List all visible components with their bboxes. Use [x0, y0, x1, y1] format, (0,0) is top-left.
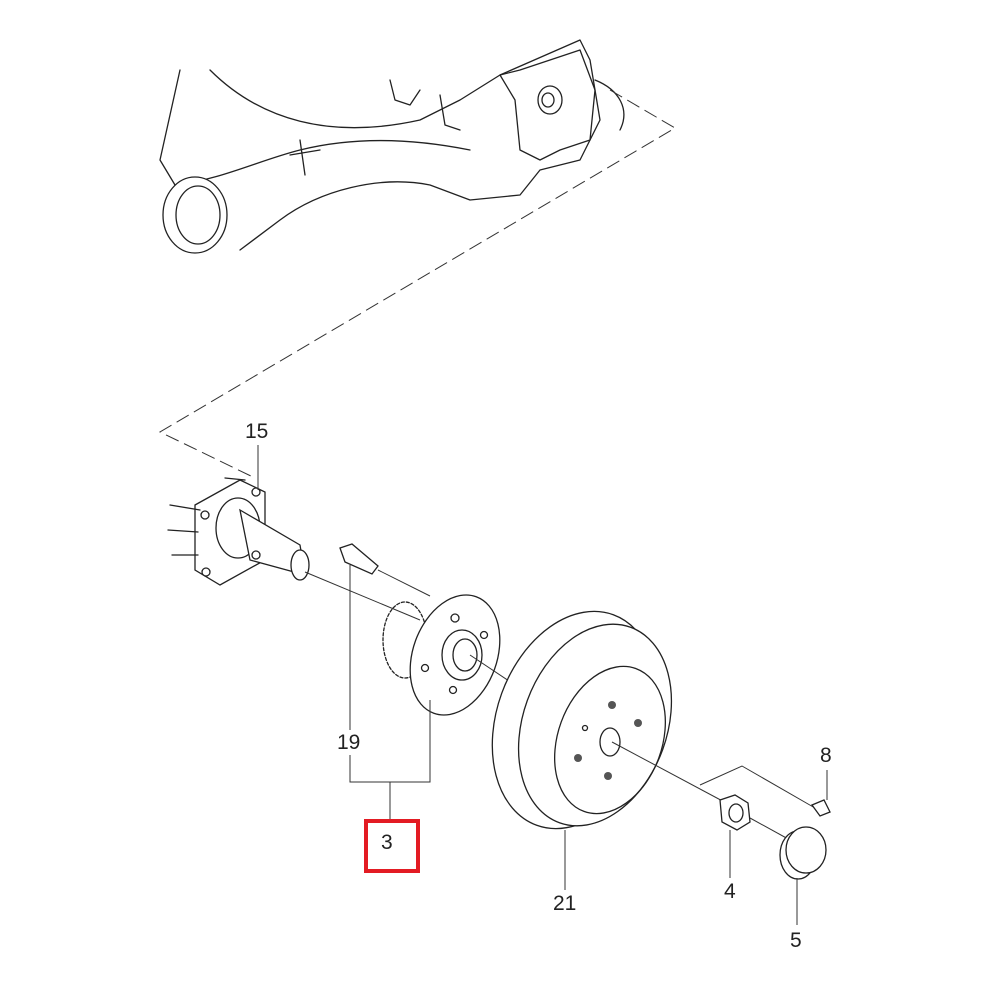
highlight-box: [364, 819, 420, 873]
hub-part: [382, 594, 501, 716]
callout-15: 15: [245, 420, 269, 443]
callout-3: 3: [381, 831, 393, 854]
stub-axle-part: [167, 477, 310, 586]
callout-19: 19: [337, 731, 361, 754]
brake-drum-part: [491, 610, 673, 830]
hub-cap-part: [779, 826, 827, 880]
callout-8: 8: [820, 744, 832, 767]
callout-21: 21: [553, 892, 577, 915]
screw-part: [810, 799, 831, 817]
hub-nut-part: [719, 794, 751, 831]
callout-4: 4: [724, 880, 736, 903]
leader-lines: [257, 445, 828, 925]
callout-5: 5: [790, 929, 802, 952]
wheel-bolt-part: [339, 543, 431, 597]
axle-beam: [159, 39, 625, 254]
